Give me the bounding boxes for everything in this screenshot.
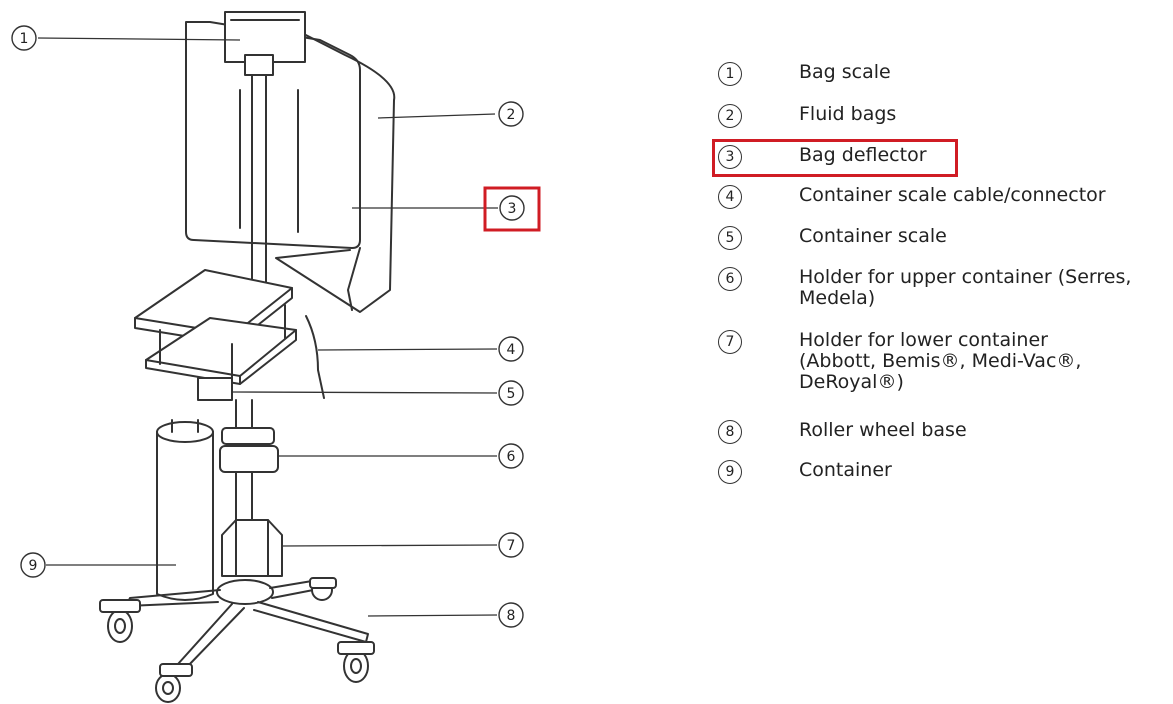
legend-number-2: 2 [718,104,742,128]
callout-3: 3 [483,186,541,232]
fluid-bags [185,21,396,313]
callout-8-number: 8 [507,608,516,624]
legend-item-fluid-bags: 2 Fluid bags [718,104,1154,128]
legend-item-upper-container-holder: 6 Holder for upper container (Serres, Me… [718,267,1154,309]
legend-label-lower-container-holder: Holder for lower container (Abbott, Bemi… [799,329,1082,393]
legend-item-lower-container-holder: 7 Holder for lower container (Abbott, Be… [718,330,1154,393]
callout-1-number: 1 [20,31,29,47]
legend-number-3: 3 [718,145,742,169]
legend-label-bag-deflector: Bag deflector [799,144,927,166]
callout-9: 9 [20,552,46,578]
callout-5-number: 5 [507,386,516,402]
legend-number-9: 9 [718,460,742,484]
bag-scale [224,11,306,76]
legend-label-upper-container-holder: Holder for upper container (Serres, Mede… [799,266,1132,309]
callout-1: 1 [11,25,37,51]
callout-6-number: 6 [507,449,516,465]
callout-9-number: 9 [29,558,38,574]
pole [251,74,267,291]
legend-item-roller-wheel-base: 8 Roller wheel base [718,420,1154,444]
callout-3-highlight-box [483,186,541,232]
callout-4: 4 [498,336,524,362]
legend-item-container-scale-cable: 4 Container scale cable/connector [718,185,1154,209]
legend-label-container: Container [799,459,892,481]
legend-number-6: 6 [718,267,742,291]
legend-item-bag-deflector: 3 Bag deflector [718,145,1154,169]
callout-circles: 1 2 3 4 5 6 7 8 [11,25,541,628]
legend-highlight-box [712,139,958,177]
legend-number-7: 7 [718,330,742,354]
callout-6: 6 [498,443,524,469]
upper-container-holder [219,427,279,473]
legend-number-8: 8 [718,420,742,444]
legend-item-container-scale: 5 Container scale [718,226,1154,250]
callout-5: 5 [498,380,524,406]
caster-wheels [99,577,375,703]
callout-2-number: 2 [507,107,516,123]
callout-7-number: 7 [507,538,516,554]
legend-number-1: 1 [718,62,742,86]
legend-number-4: 4 [718,185,742,209]
callout-8: 8 [498,602,524,628]
lower-container-holder [221,519,283,577]
legend-label-roller-wheel-base: Roller wheel base [799,419,967,441]
container-scale-tray [134,269,325,401]
callout-lines [37,37,498,617]
legend-number-5: 5 [718,226,742,250]
legend-label-fluid-bags: Fluid bags [799,103,897,125]
container [156,419,214,601]
legend-item-container: 9 Container [718,460,1154,484]
callout-7: 7 [498,532,524,558]
legend-item-bag-scale: 1 Bag scale [718,62,1154,86]
callout-4-number: 4 [507,342,516,358]
legend-label-bag-scale: Bag scale [799,61,891,83]
legend-label-container-scale-cable: Container scale cable/connector [799,184,1106,206]
legend-label-container-scale: Container scale [799,225,947,247]
callout-3-number: 3 [508,201,517,217]
callout-2: 2 [498,101,524,127]
